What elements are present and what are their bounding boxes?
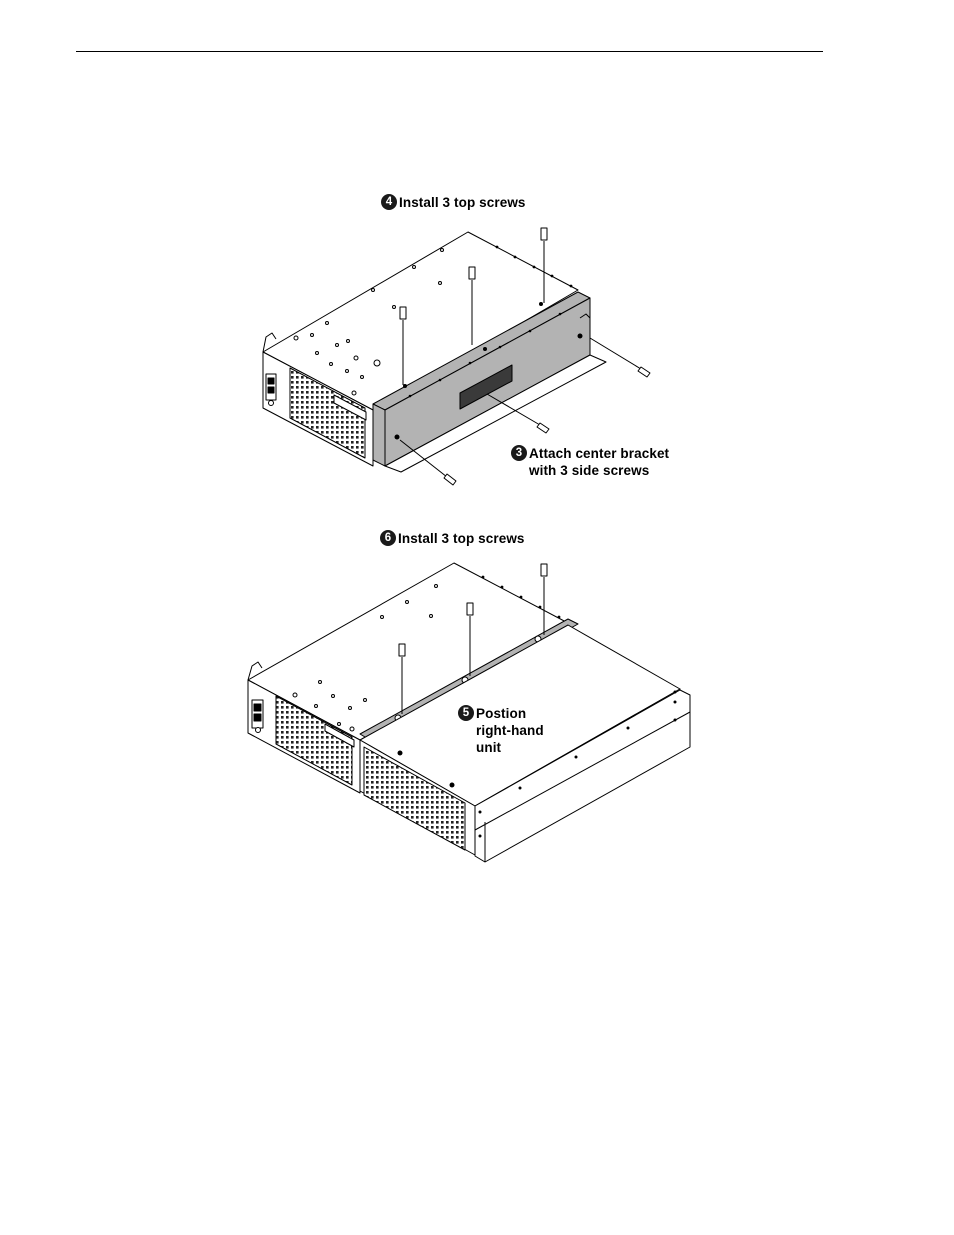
callout-step-6: 6 Install 3 top screws <box>380 530 525 547</box>
header-rule <box>76 51 823 52</box>
step-5-text-line-2: right-hand <box>476 723 544 738</box>
top-assembly <box>262 227 651 486</box>
step-6-badge: 6 <box>380 530 396 546</box>
center-bracket-side <box>372 403 386 467</box>
step-5-text-line-1: Postion <box>476 706 527 721</box>
top-screws-set-2 <box>398 563 548 714</box>
step-5-badge: 5 <box>458 705 474 721</box>
callout-step-4: 4 Install 3 top screws <box>381 194 526 211</box>
step-4-badge: 4 <box>381 194 397 210</box>
rear-edge-details <box>495 245 573 288</box>
step-4-text: Install 3 top screws <box>399 195 526 210</box>
bottom-assembly <box>247 562 691 863</box>
callout-step-3: 3 Attach center bracket with 3 side scre… <box>511 445 669 479</box>
callout-step-5: 5 Postion right-hand unit <box>458 705 544 756</box>
step-3-badge: 3 <box>511 445 527 461</box>
side-screws-set-1 <box>399 337 651 486</box>
left-unit-vent <box>289 367 366 459</box>
center-bracket-flange <box>384 354 607 473</box>
step-6-text: Install 3 top screws <box>398 531 525 546</box>
right-unit-vent <box>363 746 466 851</box>
step-3-text-line-1: Attach center bracket <box>529 446 670 461</box>
right-rack-ear <box>474 689 691 863</box>
left-unit-top-holes <box>293 248 444 396</box>
step-5-text-line-3: unit <box>476 740 502 755</box>
step-3-text-line-2: with 3 side screws <box>529 463 650 478</box>
top-screws-set-1 <box>399 227 548 385</box>
